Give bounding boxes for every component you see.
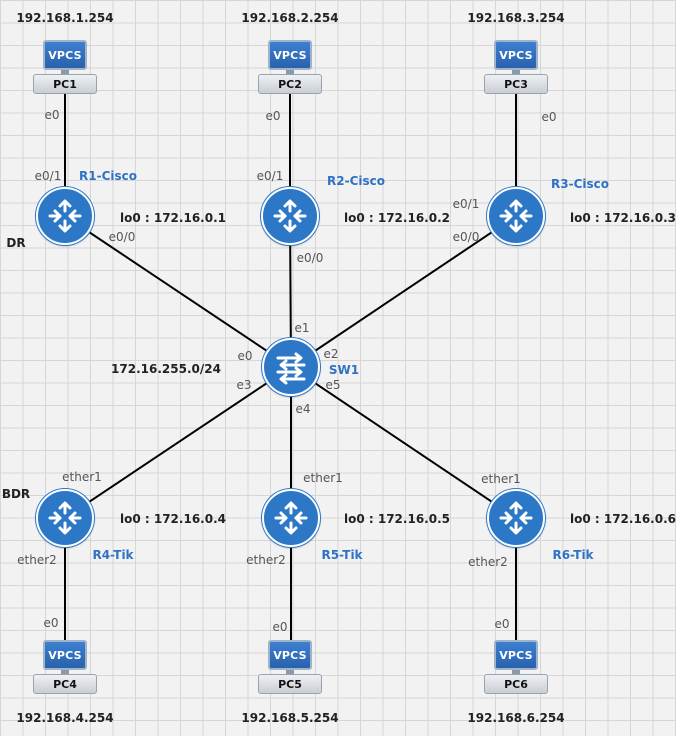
r4-loopback: lo0 : 172.16.0.4 bbox=[120, 512, 226, 526]
r3-name: R3-Cisco bbox=[551, 177, 609, 191]
r5-up-iface: ether1 bbox=[303, 471, 343, 485]
r3-down-iface: e0/0 bbox=[452, 230, 480, 244]
pc4-iface: e0 bbox=[43, 616, 59, 630]
vpcs-icon: VPCS bbox=[43, 40, 87, 70]
r2-down-iface: e0/0 bbox=[296, 251, 324, 265]
r1-role: DR bbox=[6, 236, 26, 250]
switch-name: SW1 bbox=[328, 363, 360, 377]
router-r3[interactable] bbox=[487, 187, 545, 245]
pc2-ip: 192.168.2.254 bbox=[241, 11, 339, 25]
vpcs-icon: VPCS bbox=[494, 640, 538, 670]
link-r3-sw1[interactable] bbox=[290, 215, 517, 368]
vpcs-icon: VPCS bbox=[43, 640, 87, 670]
switch-sw1[interactable] bbox=[262, 338, 320, 396]
pc-name: PC4 bbox=[33, 674, 97, 694]
pc2-iface: e0 bbox=[265, 109, 281, 123]
pc-name: PC3 bbox=[484, 74, 548, 94]
pc1[interactable]: VPCS PC1 bbox=[33, 40, 97, 96]
router-r1[interactable] bbox=[36, 187, 94, 245]
router-icon bbox=[48, 199, 82, 233]
sw1-port-e5: e5 bbox=[325, 378, 341, 392]
router-r5[interactable] bbox=[262, 489, 320, 547]
vpcs-icon: VPCS bbox=[268, 40, 312, 70]
r3-up-iface: e0/1 bbox=[452, 197, 480, 211]
pc1-ip: 192.168.1.254 bbox=[16, 11, 114, 25]
pc5-iface: e0 bbox=[272, 620, 288, 634]
switch-subnet: 172.16.255.0/24 bbox=[111, 362, 221, 376]
r6-name: R6-Tik bbox=[552, 548, 594, 562]
pc3-ip: 192.168.3.254 bbox=[467, 11, 565, 25]
pc5-ip: 192.168.5.254 bbox=[241, 711, 339, 725]
r4-name: R4-Tik bbox=[92, 548, 134, 562]
pc6[interactable]: VPCS PC6 bbox=[484, 640, 548, 696]
r1-up-iface: e0/1 bbox=[34, 169, 62, 183]
router-r2[interactable] bbox=[261, 187, 319, 245]
pc3-iface: e0 bbox=[541, 110, 557, 124]
link-sw1-r4[interactable] bbox=[64, 366, 292, 519]
pc5[interactable]: VPCS PC5 bbox=[258, 640, 322, 696]
vpcs-icon: VPCS bbox=[494, 40, 538, 70]
r4-role: BDR bbox=[1, 487, 31, 501]
vpcs-icon: VPCS bbox=[268, 640, 312, 670]
r5-down-iface: ether2 bbox=[246, 553, 286, 567]
r2-loopback: lo0 : 172.16.0.2 bbox=[344, 211, 450, 225]
r1-loopback: lo0 : 172.16.0.1 bbox=[120, 211, 226, 225]
pc-name: PC6 bbox=[484, 674, 548, 694]
router-icon bbox=[499, 501, 533, 535]
r1-down-iface: e0/0 bbox=[108, 230, 136, 244]
sw1-port-e4: e4 bbox=[295, 402, 311, 416]
pc4[interactable]: VPCS PC4 bbox=[33, 640, 97, 696]
router-icon bbox=[499, 199, 533, 233]
r4-up-iface: ether1 bbox=[62, 470, 102, 484]
r1-name: R1-Cisco bbox=[79, 169, 137, 183]
router-icon bbox=[273, 199, 307, 233]
pc-name: PC5 bbox=[258, 674, 322, 694]
r2-name: R2-Cisco bbox=[327, 174, 385, 188]
pc-name: PC1 bbox=[33, 74, 97, 94]
router-icon bbox=[48, 501, 82, 535]
r5-name: R5-Tik bbox=[321, 548, 363, 562]
pc3[interactable]: VPCS PC3 bbox=[484, 40, 548, 96]
switch-icon bbox=[276, 352, 306, 385]
router-r6[interactable] bbox=[487, 489, 545, 547]
r4-down-iface: ether2 bbox=[17, 553, 57, 567]
link-sw1-r6[interactable] bbox=[290, 366, 517, 519]
r6-loopback: lo0 : 172.16.0.6 bbox=[570, 512, 676, 526]
r3-loopback: lo0 : 172.16.0.3 bbox=[570, 211, 676, 225]
router-r4[interactable] bbox=[36, 489, 94, 547]
pc-name: PC2 bbox=[258, 74, 322, 94]
sw1-port-e1: e1 bbox=[294, 321, 310, 335]
pc6-ip: 192.168.6.254 bbox=[467, 711, 565, 725]
r6-down-iface: ether2 bbox=[468, 555, 508, 569]
r6-up-iface: ether1 bbox=[481, 472, 521, 486]
pc1-iface: e0 bbox=[44, 108, 60, 122]
link-r1-sw1[interactable] bbox=[64, 215, 292, 368]
r5-loopback: lo0 : 172.16.0.5 bbox=[344, 512, 450, 526]
pc2[interactable]: VPCS PC2 bbox=[258, 40, 322, 96]
sw1-port-e2: e2 bbox=[323, 347, 339, 361]
pc4-ip: 192.168.4.254 bbox=[16, 711, 114, 725]
sw1-port-e0: e0 bbox=[237, 349, 253, 363]
sw1-port-e3: e3 bbox=[236, 378, 252, 392]
pc6-iface: e0 bbox=[494, 617, 510, 631]
r2-up-iface: e0/1 bbox=[256, 169, 284, 183]
router-icon bbox=[274, 501, 308, 535]
